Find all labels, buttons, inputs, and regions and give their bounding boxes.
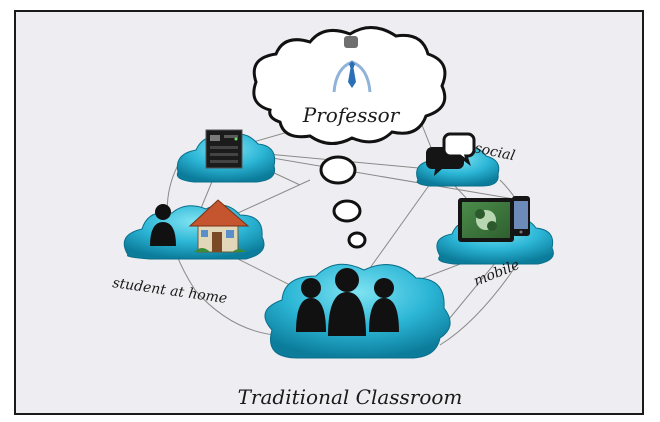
cloud-server: [176, 129, 276, 183]
thought-bubble: [252, 26, 447, 249]
person-icon: [150, 204, 176, 246]
chat-bubbles-icon: [426, 132, 476, 176]
house-icon: [188, 199, 250, 253]
audience-icon: [296, 268, 399, 336]
server-icon: [205, 129, 243, 169]
label-professor: Professor: [302, 103, 401, 127]
cloud-social: social: [416, 132, 516, 187]
thought-dot-large: [319, 155, 357, 185]
label-classroom: Traditional Classroom: [238, 385, 463, 409]
phone-icon: [512, 196, 530, 236]
thought-dot-medium: [332, 199, 362, 223]
label-home: student at home: [111, 275, 228, 307]
cloud-classroom: [264, 263, 451, 359]
professor-icon: [332, 36, 372, 93]
thought-dot-small: [347, 231, 367, 249]
cloud-mobile: mobile: [436, 196, 554, 290]
tablet-icon: [458, 198, 514, 242]
cloud-home: student at home: [111, 199, 265, 307]
